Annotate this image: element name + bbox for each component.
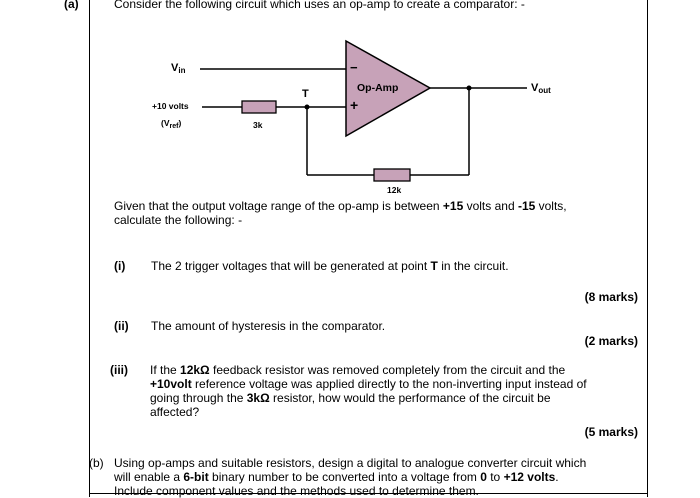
question-iii-text: If the 12kΩ feedback resistor was remove… [150,363,587,419]
right-margin-rule [647,0,648,497]
resistor-12k [373,168,411,182]
question-ii-label: (ii) [114,319,129,333]
question-ii-marks: (2 marks) [584,334,638,348]
question-iii-marks: (5 marks) [584,425,638,439]
left-margin-rule [89,0,90,497]
question-i-text: The 2 trigger voltages that will be gene… [151,259,509,273]
vout-label: Vout [531,82,551,95]
node-t-label: T [302,88,309,100]
question-i-marks: (8 marks) [584,290,638,304]
bottom-rule [89,493,648,494]
op-amp-label: Op-Amp [357,82,399,94]
op-amp-symbol [345,39,432,138]
vref-label: (Vref) [161,118,182,130]
question-iii-label: (iii) [110,363,128,377]
non-inverting-input-sign: + [350,97,359,113]
ref-voltage-label: +10 volts [152,101,189,111]
resistor-12k-label: 12k [387,185,402,195]
part-a-label: (a) [64,0,79,11]
output-node-dot [466,85,472,91]
resistor-3k-label: 3k [253,120,263,130]
comparator-circuit-diagram [200,39,527,182]
question-ii-text: The amount of hysteresis in the comparat… [151,319,386,333]
part-b-text: Using op-amps and suitable resistors, de… [114,456,587,498]
part-b-label: (b) [89,456,104,470]
part-a-intro: Consider the following circuit which use… [114,0,525,11]
resistor-3k [241,100,277,114]
question-i-label: (i) [114,259,126,273]
inverting-input-sign: − [350,60,358,75]
node-t-dot [304,104,310,110]
vin-label: Vin [171,62,186,75]
given-statement: Given that the output voltage range of t… [114,199,567,227]
